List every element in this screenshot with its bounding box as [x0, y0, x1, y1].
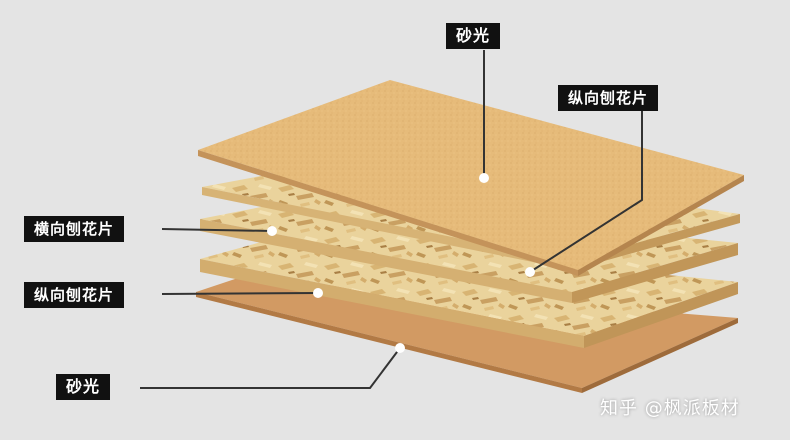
leader-longitudinal-bottom	[161, 292, 319, 295]
dot-longitudinal-top	[525, 267, 535, 277]
leader-dots	[267, 173, 535, 353]
leader-transverse	[161, 228, 273, 232]
watermark: 知乎 @枫派板材	[600, 398, 740, 419]
leader-lines	[140, 50, 643, 389]
leader-longitudinal-top	[529, 110, 643, 273]
chip-layer-bottom	[200, 236, 738, 348]
label-top-sanded: 砂光	[446, 23, 501, 49]
label-bottom-sanded: 砂光	[56, 374, 111, 400]
dot-top-face	[479, 173, 489, 183]
label-longitudinal-chips-top: 纵向刨花片	[558, 85, 659, 111]
label-longitudinal-chips-bottom: 纵向刨花片	[24, 282, 125, 308]
dot-bottom-face	[395, 343, 405, 353]
leader-bottom-face	[140, 347, 401, 389]
bottom-sanded-sheet	[196, 278, 738, 393]
label-transverse-chips: 横向刨花片	[24, 216, 125, 242]
dot-transverse	[267, 226, 277, 236]
dot-longitudinal-bottom	[313, 288, 323, 298]
